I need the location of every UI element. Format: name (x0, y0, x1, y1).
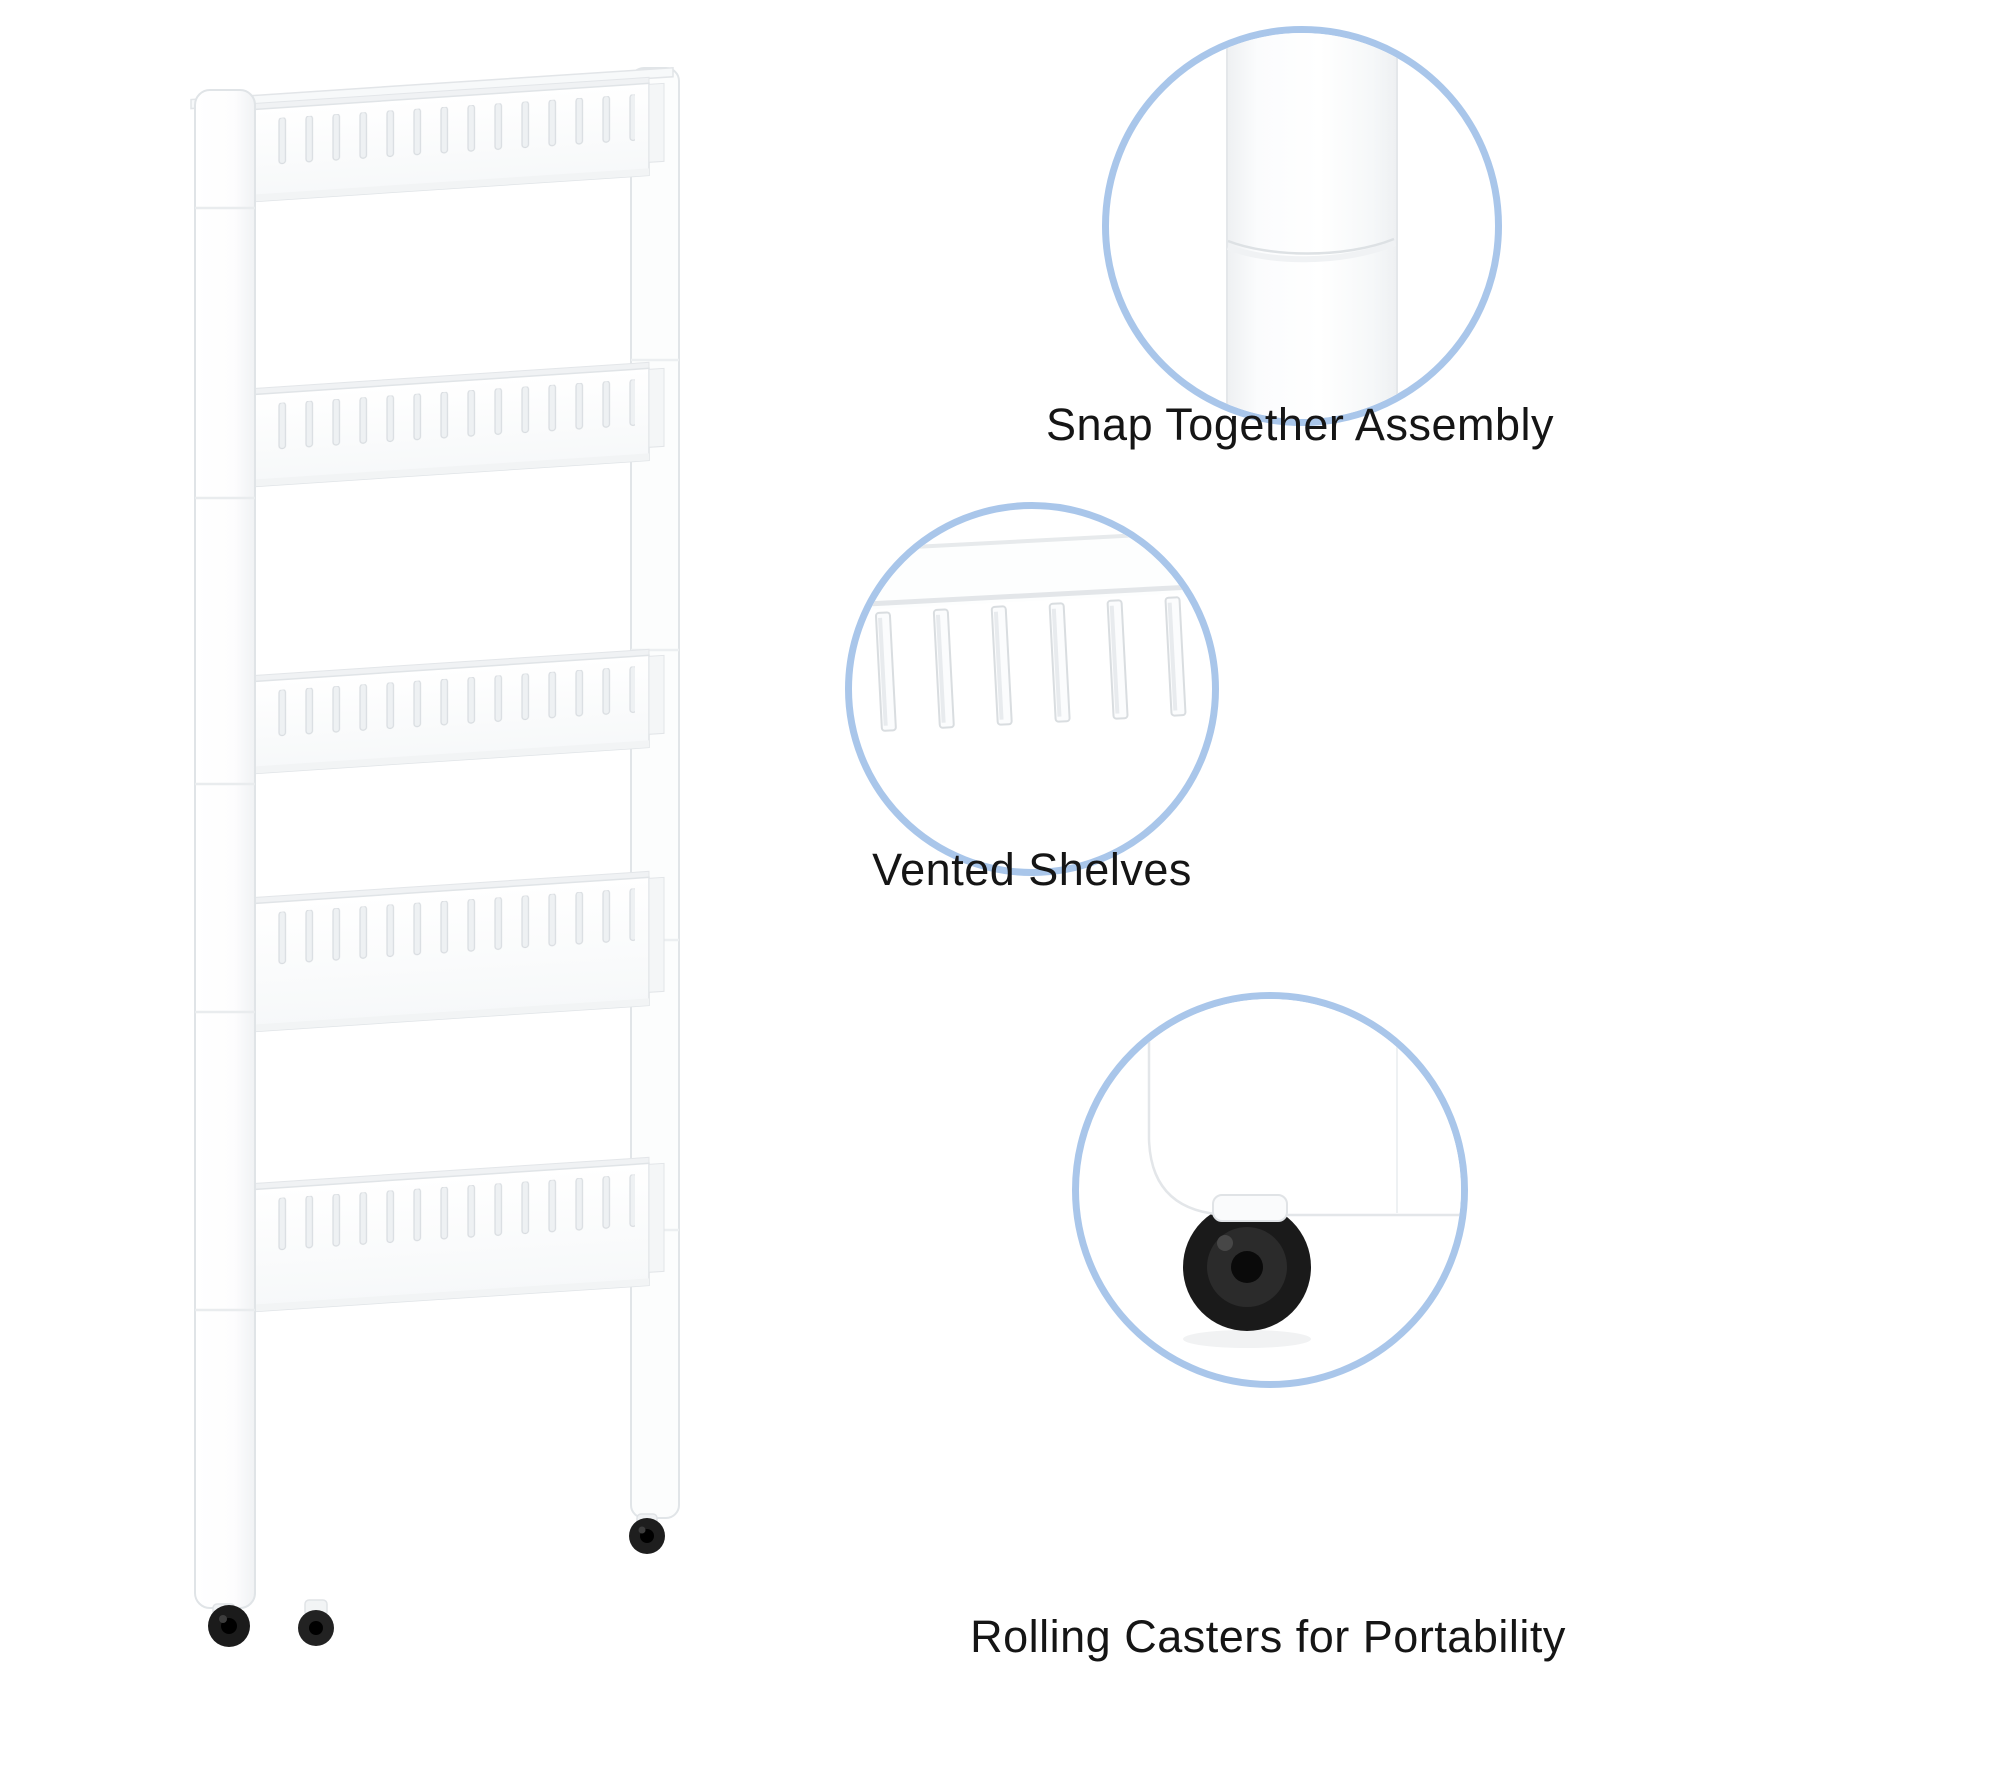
caption-snap-assembly: Snap Together Assembly (1046, 399, 1554, 450)
caster-wheel-front-icon (298, 1599, 334, 1646)
callout-snap-assembly (1102, 26, 1502, 426)
left-pole (194, 89, 256, 1609)
shelf-stack (190, 66, 674, 1313)
callout-rolling-casters (1072, 992, 1468, 1388)
caption-rolling-casters: Rolling Casters for Portability (970, 1611, 1566, 1662)
caster-wheel-detail-icon (1183, 1203, 1311, 1331)
shelf-1 (248, 76, 665, 203)
right-pole (630, 67, 680, 1519)
caster-wheel-left-icon (208, 1603, 250, 1647)
callout-vented-shelves (845, 502, 1219, 876)
caster-wheel-right-icon (629, 1513, 665, 1554)
shelf-4 (248, 870, 665, 1033)
vented-shelf-closeup-icon (852, 528, 1212, 732)
shelf-3 (248, 648, 665, 775)
product-render-five-tier-cart (190, 66, 680, 1647)
caster-closeup-icon (1147, 999, 1461, 1348)
shelf-2 (248, 361, 665, 488)
caption-vented-shelves: Vented Shelves (872, 844, 1192, 895)
shelf-5 (248, 1156, 665, 1313)
pole-closeup-icon (1226, 33, 1398, 419)
